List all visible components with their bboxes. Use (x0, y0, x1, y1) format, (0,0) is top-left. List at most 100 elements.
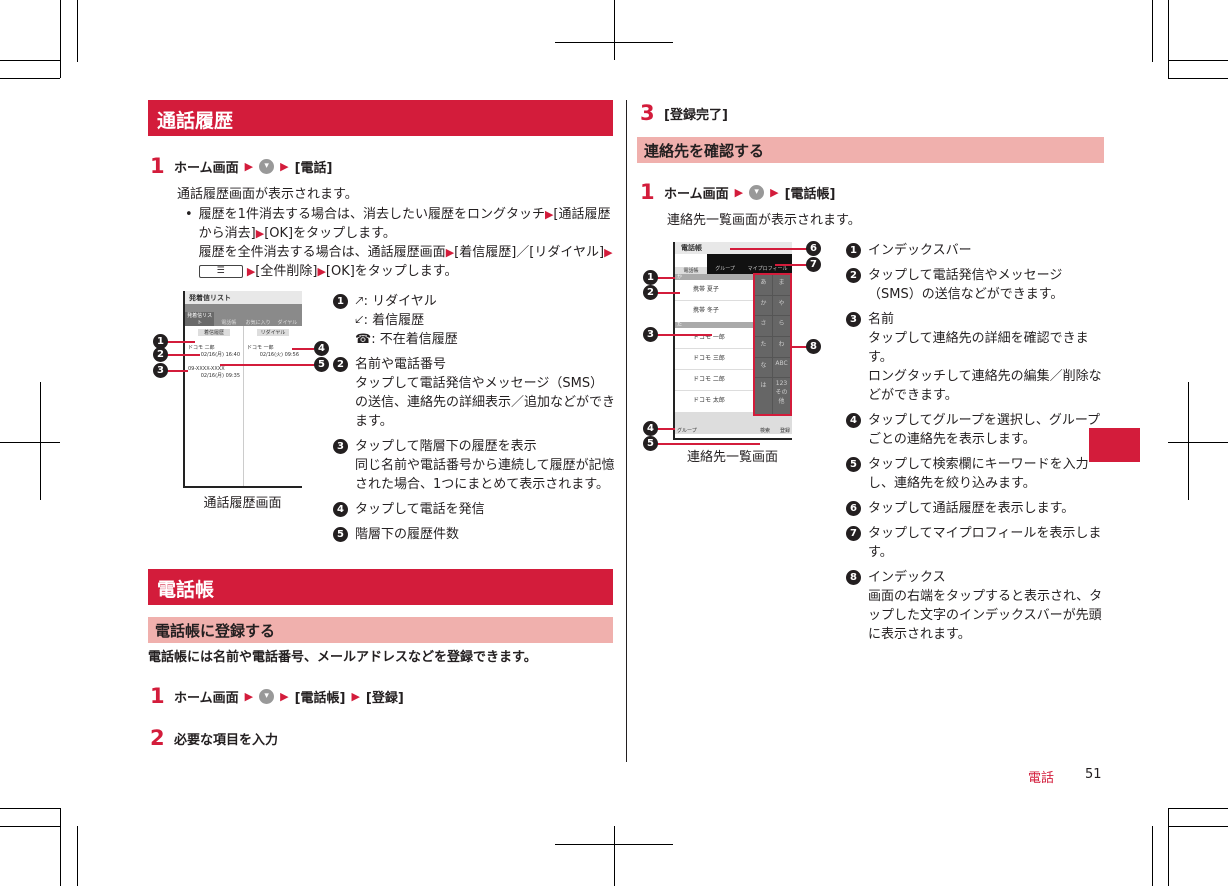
contacts-screenshot: 電話帳 電話帳 グループ マイプロフィール か 携帯 夏子 携帯 冬子 た ドコ… (673, 242, 792, 440)
note-text: [通話履歴から消去] (198, 207, 611, 241)
index-key[interactable]: ABC (773, 357, 790, 378)
callout-2: 2 (153, 347, 168, 362)
crop-mark (1188, 382, 1189, 500)
callout-number: 6 (846, 501, 861, 516)
bullet-note: • 履歴を1件消去する場合は、消去したい履歴をロングタッチ▶[通話履歴から消去]… (185, 205, 615, 281)
leader-line (650, 443, 760, 445)
leader-line (730, 248, 808, 250)
callout-6: 6 (806, 241, 821, 256)
callout-text: 画面の右端をタップすると表示され、タップした文字のインデックスバーが先頭に表示さ… (868, 589, 1103, 642)
screen-tab: グループ (707, 254, 744, 274)
arrow-icon: ▶ (244, 689, 254, 703)
crop-mark (0, 60, 60, 61)
step-text: ホーム画面 (174, 690, 239, 706)
index-key[interactable]: わ (773, 336, 790, 357)
screen-tab: マイプロフィール (743, 254, 792, 274)
leader-line (160, 341, 195, 343)
index-key[interactable]: は (755, 378, 772, 414)
register-button: 登録 (779, 428, 790, 434)
step-text: ホーム画面 (174, 160, 239, 176)
callout-text: : リダイヤル (363, 294, 437, 309)
index-key[interactable]: 123 その他 (773, 378, 790, 414)
menu-key-icon: ☰ (198, 265, 243, 278)
callout-number: 1 (846, 243, 861, 258)
callout-text: タップしてマイプロフィールを表示します。 (868, 526, 1102, 560)
crop-mark (1168, 0, 1169, 78)
callout-text: タップして階層下の履歴を表示 (355, 439, 537, 454)
step-1: 1 ホーム画面▶▾▶[電話帳] (640, 180, 835, 204)
crop-mark (1168, 808, 1228, 809)
step-number: 1 (150, 684, 165, 708)
note-text: [OK]をタップします。 (325, 264, 458, 279)
crop-mark (614, 826, 615, 886)
callout-text: タップして電話を発信 (355, 502, 485, 517)
screen-tab: 電話帳 (221, 320, 237, 326)
index-key[interactable]: ま (773, 275, 790, 295)
callout-3: 3 (643, 327, 658, 342)
index-key[interactable]: さ (755, 316, 772, 336)
step-number: 2 (150, 726, 165, 750)
crop-mark (1168, 60, 1228, 61)
callout-number: 1 (333, 294, 348, 309)
callout-number: 7 (846, 526, 861, 541)
callout-text: : 不在着信履歴 (371, 332, 458, 347)
step-1: 1 ホーム画面▶▾▶[電話帳]▶[登録] (150, 684, 404, 708)
leader-line (650, 334, 712, 336)
screen-row-time: 02/16(月) 09:35 (200, 373, 240, 379)
subsection-title: 電話帳に登録する (148, 617, 613, 643)
arrow-icon: ▶ (734, 185, 744, 199)
crop-mark (77, 826, 78, 886)
callout-5: 5 (643, 436, 658, 451)
crop-mark (1168, 78, 1228, 79)
callout-text: 名前や電話番号 (355, 357, 447, 372)
screen-tab: お気に入り (245, 320, 271, 326)
leader-line (775, 264, 808, 266)
index-key[interactable]: な (755, 357, 772, 378)
footer-section: 電話 (1028, 771, 1055, 786)
callout-5: 5 (314, 357, 329, 372)
screen-row: ドコモ 一郎 (247, 345, 274, 351)
index-key[interactable]: や (773, 295, 790, 316)
index-key[interactable]: た (755, 336, 772, 357)
leader-line (160, 354, 200, 356)
callout-number: 2 (846, 268, 861, 283)
index-key[interactable]: あ (755, 275, 772, 295)
callout-number: 4 (333, 502, 348, 517)
contact-row: 携帯 冬子 (693, 307, 719, 314)
home-key-icon: ▾ (259, 158, 275, 174)
callout-text: 階層下の履歴件数 (355, 527, 460, 542)
step-1: 1 ホーム画面▶▾▶[電話] (150, 154, 332, 178)
crop-mark (1152, 826, 1153, 886)
step-text: [登録] (365, 690, 404, 706)
arrow-icon: ▶ (770, 185, 779, 199)
note-text: 履歴を全件消去する場合は、通話履歴画面 (198, 245, 446, 260)
step-3: 3 [登録完了] (640, 101, 728, 125)
callout-text: 名前 (868, 312, 895, 327)
crop-mark (1152, 0, 1153, 62)
crop-mark (40, 382, 41, 500)
bullet-icon: • (185, 207, 193, 222)
callout-number: 8 (846, 570, 861, 585)
redial-icon: 🡕 (355, 294, 364, 309)
callout-8: 8 (806, 339, 821, 354)
callout-text: ロングタッチして連絡先の編集／削除などができます。 (868, 369, 1102, 403)
step-text: [電話] (294, 160, 333, 176)
leader-line (650, 292, 680, 294)
callout-text: インデックスバー (868, 243, 972, 258)
leader-line (790, 346, 808, 348)
callout-text: タップして電話発信やメッセージ（SMS）の送信、連絡先の詳細表示／追加などができ… (355, 376, 616, 429)
index-key[interactable]: か (755, 295, 772, 316)
step-description: 通話履歴画面が表示されます。 (177, 187, 358, 202)
note-text: [着信履歴]／[リダイヤル] (454, 245, 605, 260)
crop-mark (614, 0, 615, 60)
index-key[interactable]: ら (773, 316, 790, 336)
callout-item: 4 タップして電話を発信 (333, 500, 615, 519)
callout-text: タップして連絡先の詳細を確認できます。 (868, 331, 1089, 365)
page-number: 51 (1085, 767, 1102, 782)
leader-line (292, 348, 314, 350)
crop-mark (1168, 442, 1228, 443)
